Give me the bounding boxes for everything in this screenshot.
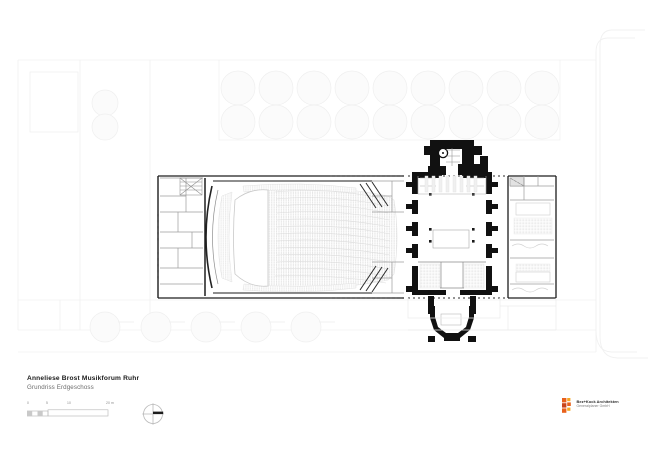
tree-grid-north xyxy=(91,70,560,141)
logo-text: Bez+Kock Architekten Generalplaner GmbH xyxy=(577,398,619,409)
foyer xyxy=(372,180,404,294)
page-title: Anneliese Brost Musikforum Ruhr xyxy=(27,375,140,382)
drawing-subtitle: Grundriss Erdgeschoss xyxy=(27,384,94,391)
curved-street-edge xyxy=(595,29,648,359)
foyer-stairs xyxy=(359,181,389,293)
tree-row-south xyxy=(89,311,335,343)
scale-bar-graphic xyxy=(27,409,109,417)
tree-grid-frame xyxy=(218,60,561,141)
historic-church-marienkirche xyxy=(406,140,498,342)
scale-label-0: 0 xyxy=(27,401,29,405)
stair-symbol-west xyxy=(179,177,203,196)
stage-platform xyxy=(233,189,269,287)
church-tower xyxy=(424,140,488,175)
north-arrow xyxy=(142,403,164,425)
scale-label-5: 5 xyxy=(46,401,48,405)
scale-bar-labels: 0 5 10 20 m xyxy=(27,401,119,409)
scale-bar: 0 5 10 20 m xyxy=(27,401,119,421)
east-annex-rooms xyxy=(507,175,557,299)
scale-label-20: 20 m xyxy=(106,401,114,405)
auditorium-shell-inner xyxy=(212,189,219,285)
south-annex xyxy=(407,298,557,331)
logo-company-name: Bez+Kock Architekten xyxy=(576,399,619,404)
auditorium-shell xyxy=(205,185,213,289)
title-block: Anneliese Brost Musikforum Ruhr Grundris… xyxy=(27,374,327,392)
logo-company-suffix: Generalplaner GmbH xyxy=(576,404,610,408)
concert-hall-walls xyxy=(157,175,404,299)
church-apse xyxy=(428,306,476,342)
architect-logo: Bez+Kock Architekten Generalplaner GmbH xyxy=(562,398,642,418)
scale-label-10: 10 xyxy=(67,401,71,405)
auditorium-seating-rows xyxy=(217,183,398,293)
logo-mark-icon xyxy=(562,398,571,413)
